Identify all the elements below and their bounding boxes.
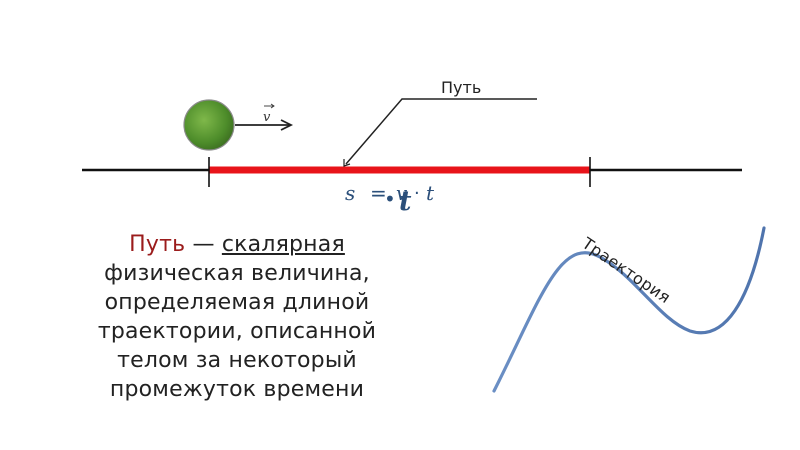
definition-term: Путь [129, 232, 186, 257]
trajectory-curve [492, 226, 766, 393]
ball [183, 99, 235, 151]
formula-t: t [426, 181, 435, 205]
formula-v: v [396, 181, 408, 205]
definition-line-2: физическая величина, [104, 261, 370, 286]
definition-scalar-word: скалярная [221, 232, 345, 257]
definition-line-3: определяемая длиной [104, 290, 370, 315]
formula-overlay-t: t [399, 186, 412, 217]
formula-s: s [345, 181, 355, 205]
formula-dot: · [414, 183, 420, 204]
formula: s = v · t • t [345, 181, 435, 217]
definition-line-4: траектории, описанной [97, 319, 377, 344]
definition-line-6: промежуток времени [109, 377, 365, 402]
formula-overlay-bullet: • [384, 187, 396, 211]
path-callout-line [345, 98, 537, 165]
trajectory-label: Траектория [578, 233, 674, 307]
callout-pointer-icon [343, 159, 351, 167]
definition-line-1: Путь — скалярная [52, 230, 422, 259]
definition-line-5: телом за некоторый [117, 348, 357, 373]
velocity-symbol: v [263, 103, 275, 125]
formula-equals: = [370, 181, 387, 205]
definition-text: Путь — скалярная физическая величина, оп… [52, 230, 422, 404]
velocity-label: v [263, 110, 271, 125]
trajectory-label-text: Траектория [578, 233, 674, 307]
velocity-arrow [235, 119, 294, 131]
definition-dash: — [185, 232, 222, 257]
path-callout-label: Путь [441, 78, 481, 97]
